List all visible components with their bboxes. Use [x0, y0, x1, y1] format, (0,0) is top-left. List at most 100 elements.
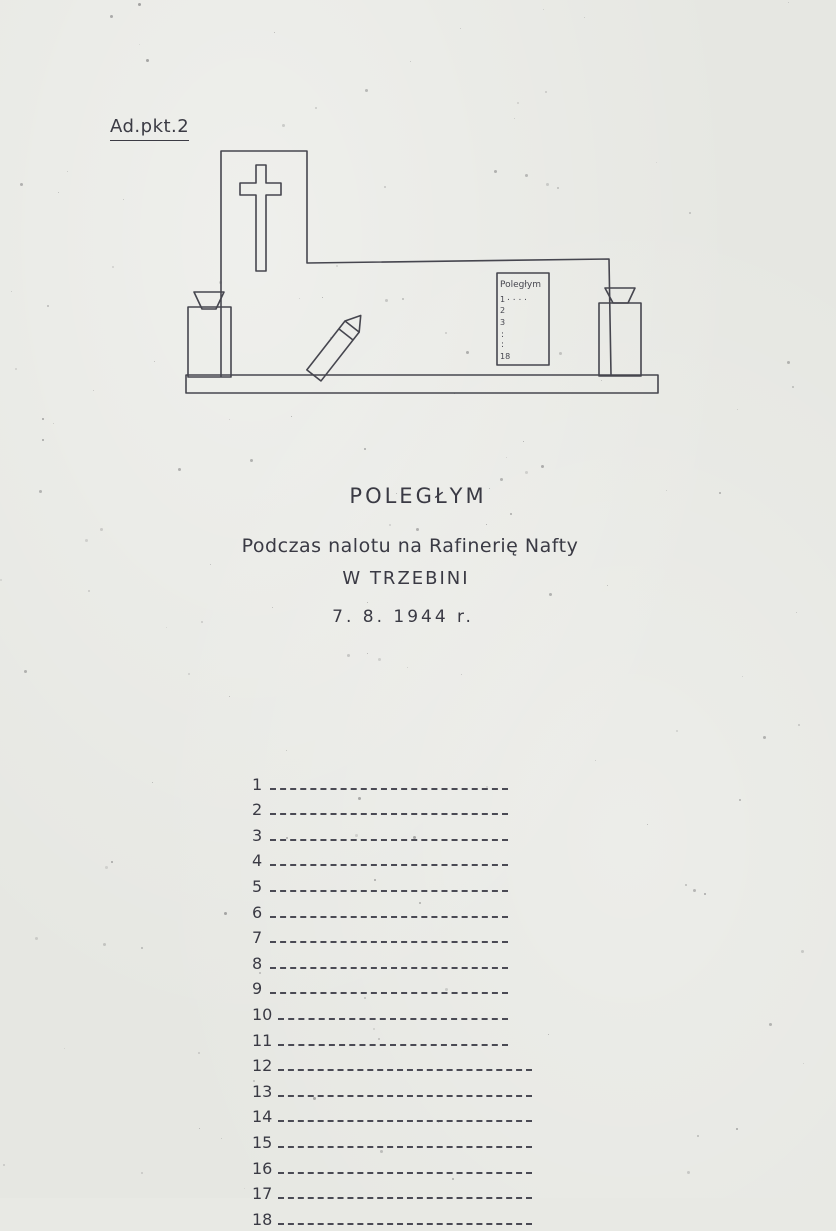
paper-speck [315, 107, 317, 109]
paper-speck [584, 17, 585, 18]
paper-speck [139, 44, 140, 45]
paper-speck [494, 170, 497, 173]
paper-speck [460, 28, 461, 29]
plaque-dots: . . . . [507, 293, 527, 303]
paper-speck [201, 621, 203, 623]
paper-speck [410, 61, 411, 62]
inscription-date: 7. 8. 1944 r. [332, 607, 474, 627]
paper-speck [347, 654, 350, 657]
paper-speck [178, 468, 181, 471]
victim-row: 3 [250, 821, 570, 847]
paper-speck [413, 836, 416, 839]
victim-row: 7 [250, 924, 570, 950]
paper-speck [282, 124, 285, 127]
paper-speck [138, 3, 141, 6]
paper-speck [110, 15, 113, 18]
paper-speck [188, 673, 190, 675]
victim-number: 17 [252, 1184, 273, 1204]
paper-speck [792, 386, 794, 388]
paper-speck [543, 9, 544, 10]
paper-speck [259, 972, 261, 974]
victim-name-blank [278, 1145, 532, 1148]
paper-speck [378, 1038, 380, 1040]
paper-speck [676, 730, 678, 732]
cross-icon [239, 164, 282, 272]
paper-speck [548, 1034, 549, 1035]
paper-speck [697, 1135, 699, 1137]
paper-speck [250, 459, 253, 462]
paper-speck [336, 265, 338, 267]
paper-speck [656, 162, 657, 163]
paper-speck [506, 457, 507, 458]
plaque-dots: : [501, 330, 504, 340]
paper-speck [595, 760, 596, 761]
victim-number: 14 [252, 1107, 273, 1127]
paper-speck [88, 590, 90, 592]
plaque-line: 1 [500, 295, 505, 304]
paper-speck [141, 947, 143, 949]
victim-number: 10 [252, 1004, 273, 1024]
paper-speck [510, 513, 512, 515]
victim-name-blank [270, 813, 508, 816]
paper-speck [546, 183, 549, 186]
monument-base [185, 374, 659, 394]
paper-speck [719, 492, 721, 494]
paper-speck [272, 607, 273, 608]
paper-speck [42, 439, 44, 441]
paper-speck [685, 884, 687, 886]
victim-name-blank [270, 992, 508, 995]
paper-speck [39, 490, 42, 493]
paper-speck [103, 943, 106, 946]
paper-speck [687, 1171, 690, 1174]
paper-speck [737, 409, 738, 410]
inscription-subtitle: Podczas nalotu na Rafinerię Nafty [241, 535, 579, 557]
victim-row: 4 [250, 847, 570, 873]
paper-speck [24, 670, 27, 673]
victim-name-blank [270, 889, 508, 892]
victim-name-blank [278, 1171, 532, 1174]
victim-name-blank [270, 838, 508, 841]
paper-speck [514, 118, 515, 119]
paper-speck [769, 1023, 772, 1026]
victim-row: 17 [250, 1180, 570, 1206]
victim-name-blank [270, 915, 508, 918]
paper-speck [253, 1080, 255, 1082]
victim-number: 13 [252, 1081, 273, 1101]
paper-speck [666, 490, 667, 491]
inscription-place: W TRZEBINI [342, 568, 470, 589]
victim-row: 10 [250, 1000, 570, 1026]
left-pedestal [187, 306, 232, 378]
victim-number: 3 [252, 825, 263, 845]
victim-number: 16 [252, 1158, 273, 1178]
paper-speck [367, 653, 368, 654]
monument-body [220, 150, 612, 377]
victim-name-blank [270, 864, 508, 867]
paper-speck [438, 1122, 439, 1123]
paper-speck [541, 465, 544, 468]
paper-speck [358, 797, 361, 800]
victim-row: 11 [250, 1026, 570, 1052]
victim-row: 8 [250, 949, 570, 975]
paper-speck [123, 199, 124, 200]
paper-speck [373, 1028, 375, 1030]
paper-speck [286, 837, 288, 839]
paper-speck [486, 524, 487, 525]
victim-row: 2 [250, 796, 570, 822]
paper-speck [374, 879, 376, 881]
victim-number: 8 [252, 953, 263, 973]
paper-speck [525, 174, 528, 177]
paper-speck [198, 1052, 200, 1054]
paper-speck [798, 724, 800, 726]
paper-speck [438, 501, 439, 502]
paper-speck [67, 171, 68, 172]
paper-speck [58, 192, 59, 193]
paper-speck [739, 799, 741, 801]
paper-speck [93, 390, 94, 391]
victim-row: 6 [250, 898, 570, 924]
candle-icon [306, 314, 362, 382]
reference-label: Ad.pkt.2 [110, 116, 190, 141]
paper-speck [100, 528, 103, 531]
victim-row: 15 [250, 1128, 570, 1154]
paper-speck [64, 1048, 65, 1049]
